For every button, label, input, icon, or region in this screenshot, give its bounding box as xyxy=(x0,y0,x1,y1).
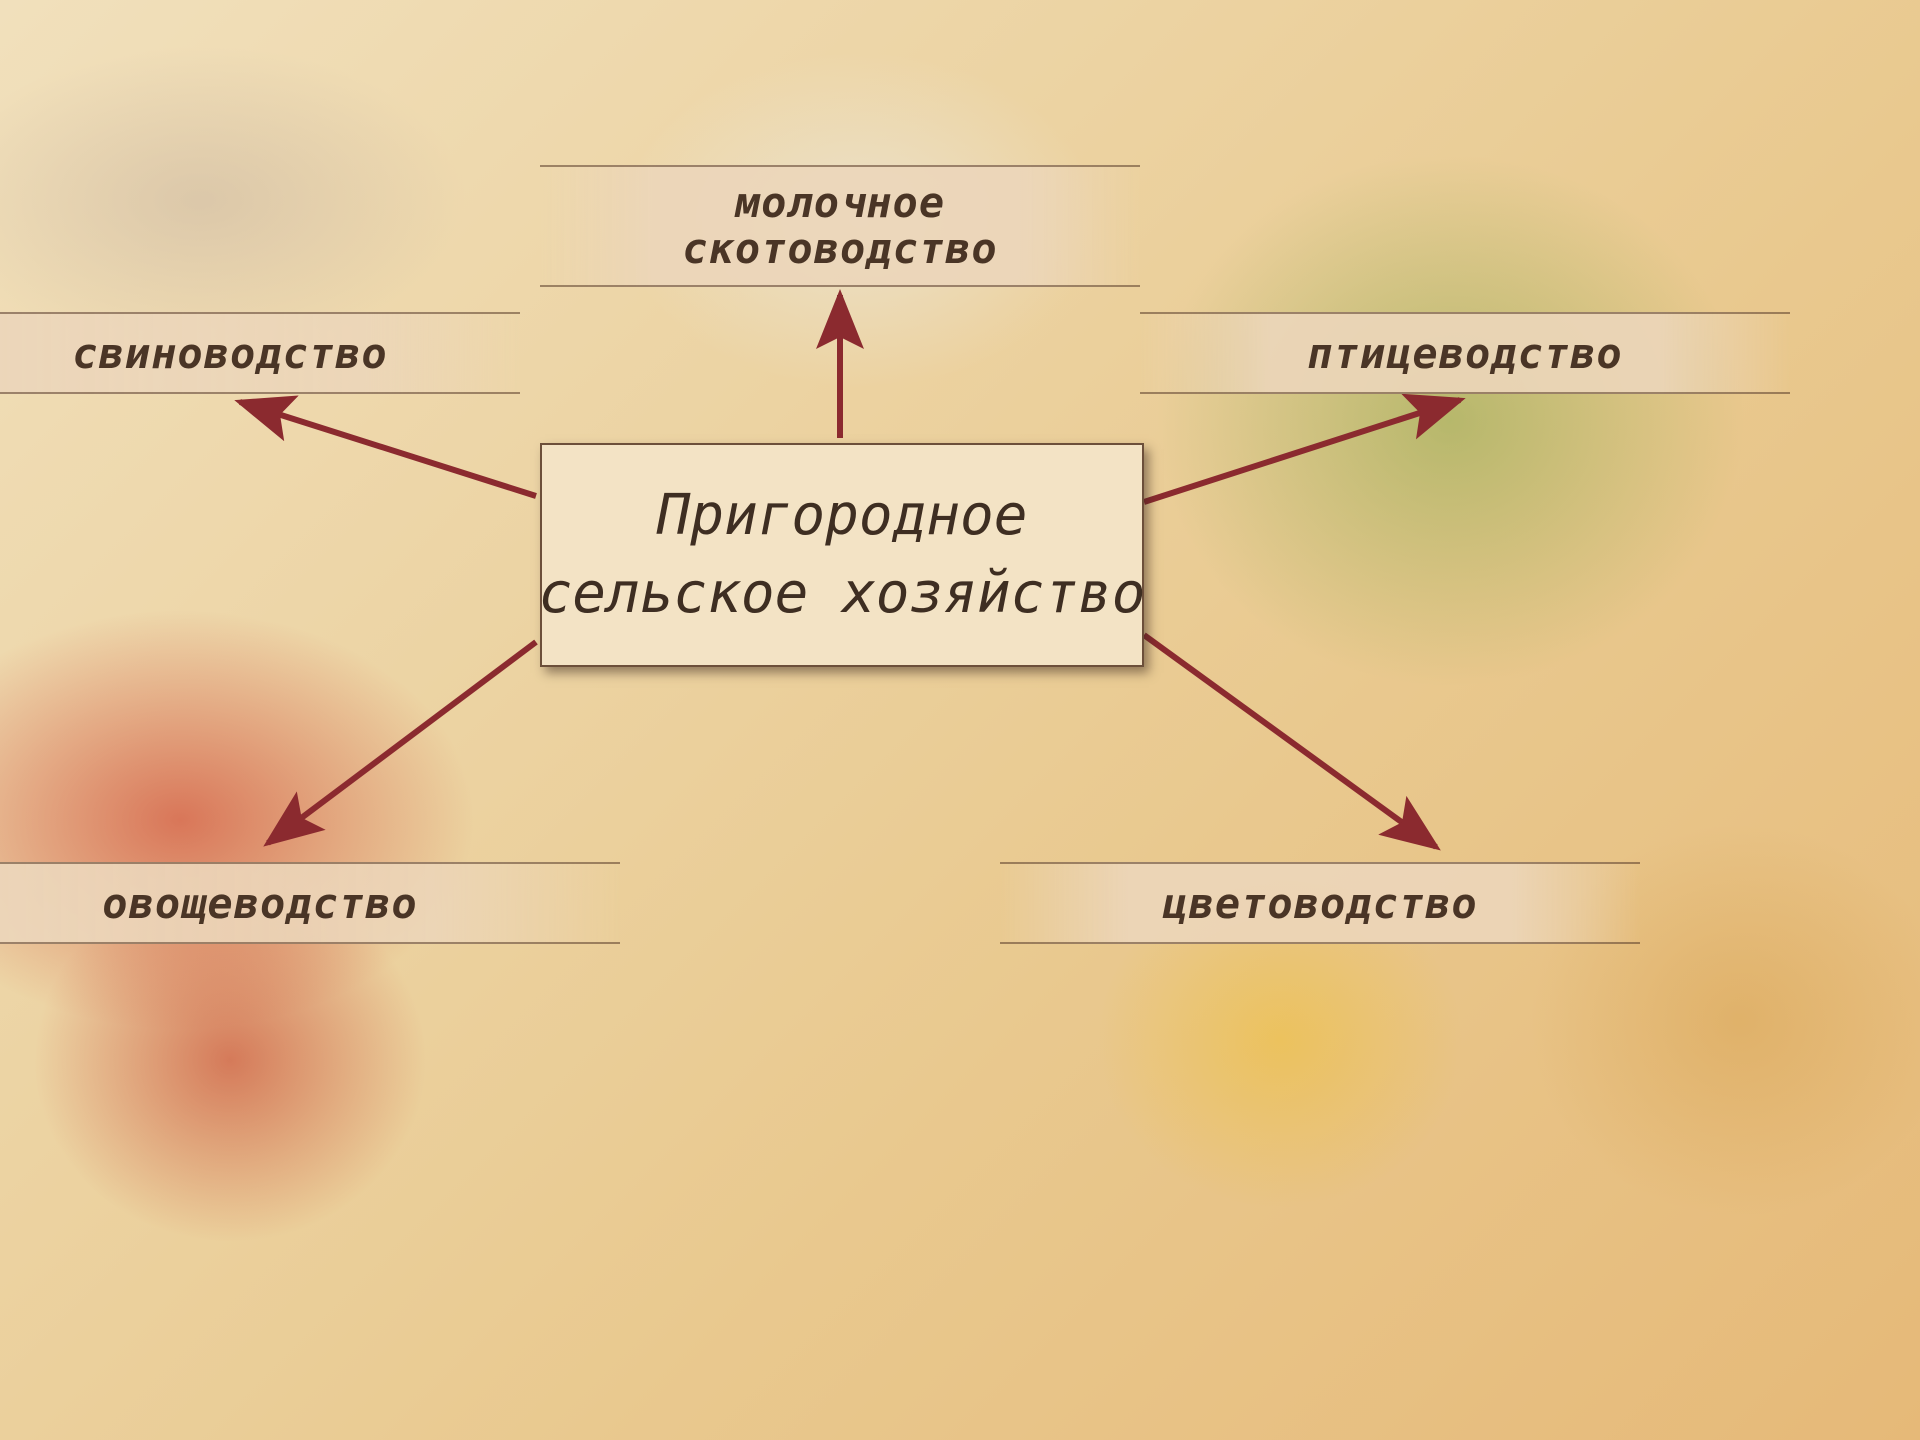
arrow-to-pig xyxy=(234,395,537,499)
branch-pig-farming: свиноводство xyxy=(0,312,520,394)
branch-poultry-label: птицеводство xyxy=(1307,328,1623,378)
arrow-to-vegetable xyxy=(263,639,538,847)
central-concept-box: Пригородное сельское хозяйство xyxy=(538,443,1146,667)
branch-flower-growing: цветоводство xyxy=(1000,862,1640,944)
central-concept-line2: сельское хозяйство xyxy=(538,561,1146,626)
branch-dairy-cattle: молочное скотоводство xyxy=(540,165,1140,287)
arrow-to-flower xyxy=(1142,632,1441,851)
branch-vegetable-label: овощеводство xyxy=(102,878,418,928)
branch-vegetable-growing: овощеводство xyxy=(0,862,620,944)
branch-poultry-farming: птицеводство xyxy=(1140,312,1790,394)
branch-dairy-line1: молочное xyxy=(734,178,946,227)
branch-dairy-line2: скотоводство xyxy=(682,224,998,273)
arrow-to-poultry xyxy=(1143,393,1466,505)
central-concept-line1: Пригородное xyxy=(656,483,1028,548)
branch-flower-label: цветоводство xyxy=(1162,878,1478,928)
branch-pig-label: свиноводство xyxy=(72,328,388,378)
